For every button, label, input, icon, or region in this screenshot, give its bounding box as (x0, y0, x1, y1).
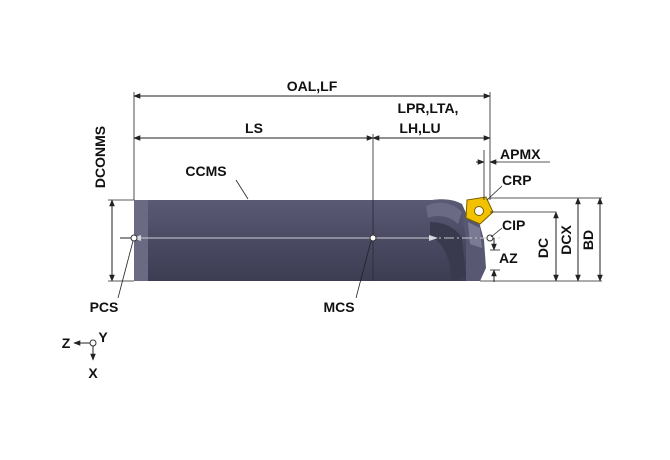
dc-label: DC (535, 238, 551, 258)
oal-label: OAL,LF (287, 78, 338, 94)
extension-lines (108, 92, 602, 282)
cutting-insert (465, 196, 494, 225)
head-highlight (468, 222, 482, 248)
flute-upper (426, 202, 462, 224)
cip-leader (490, 227, 503, 238)
cip-label: CIP (502, 217, 525, 233)
flute-lower (430, 222, 466, 281)
x-axis-label: X (88, 365, 98, 381)
mcs-point (369, 234, 377, 242)
crp-label: CRP (502, 172, 532, 188)
ccms-arrow-right (429, 235, 438, 241)
shank (134, 200, 373, 281)
ls-label: LS (245, 120, 263, 136)
pcs-leader (117, 240, 134, 299)
dimension-lines (109, 93, 603, 282)
pcs-point (130, 234, 138, 242)
lpr-label-line1: LPR,LTA, (398, 100, 459, 116)
ccms-leader (235, 179, 249, 200)
az-label: AZ (499, 250, 518, 266)
coordinate-axes: Z Y X (62, 329, 109, 381)
axis-origin (89, 339, 97, 347)
y-axis-label: Y (98, 329, 108, 345)
pcs-label: PCS (90, 299, 119, 315)
z-axis-label: Z (62, 335, 71, 351)
bd-label: BD (580, 230, 596, 250)
apmx-label: APMX (500, 146, 541, 162)
mcs-leader (355, 240, 372, 299)
tool-body (134, 199, 486, 281)
ccms-label: CCMS (185, 163, 226, 179)
dcx-label: DCX (558, 225, 574, 255)
dconms-label: DCONMS (92, 126, 108, 188)
leader-lines (117, 179, 503, 299)
crp-leader (486, 185, 503, 201)
lpr-label-line2: LH,LU (399, 120, 440, 136)
insert-screw (474, 206, 484, 216)
mcs-label: MCS (323, 299, 354, 315)
